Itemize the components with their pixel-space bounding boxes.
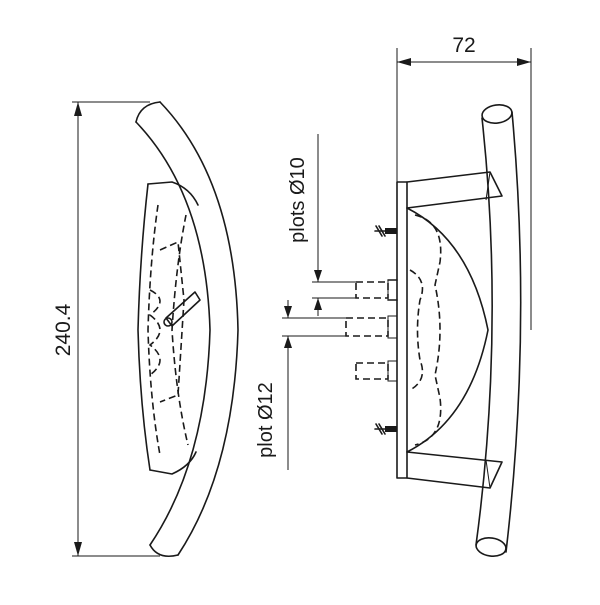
mounting-plate — [396, 181, 408, 479]
base-plate-top — [147, 181, 199, 206]
post-large-label: plot Ø12 — [255, 382, 277, 458]
handle-top-cap — [135, 101, 161, 123]
width-dimension: 72 — [396, 34, 532, 330]
upper-support — [406, 171, 503, 209]
front-hidden-lock-body — [159, 240, 185, 403]
post-large-arrow-top — [284, 306, 292, 318]
screw-top — [374, 225, 397, 237]
handle-bar-outer-edge — [159, 101, 239, 556]
height-arrow-bottom — [74, 542, 82, 556]
height-arrow-top — [74, 102, 82, 116]
height-label: 240.4 — [52, 303, 75, 356]
latch-pivot — [163, 317, 173, 327]
base-plate-bottom — [149, 451, 197, 475]
width-label: 72 — [452, 34, 475, 57]
front-hidden-mechanism-inner — [171, 214, 189, 446]
base-plate-outline — [137, 183, 151, 471]
post-large-arrow-bottom — [284, 336, 292, 348]
grip-bar-left-edge — [475, 117, 493, 546]
front-hidden-spring — [148, 289, 161, 376]
post-small-arrow-top — [314, 270, 322, 282]
grip-bar-bottom-end — [475, 537, 507, 557]
latch-lever — [165, 291, 201, 327]
screw-bottom — [374, 423, 397, 435]
post-small-upper — [355, 279, 398, 301]
handle-bottom-cap — [149, 544, 179, 558]
side-hidden-cavity — [414, 214, 442, 446]
post-small-dimension: plots Ø10 — [287, 134, 356, 316]
post-large-middle — [345, 315, 398, 339]
front-hidden-mechanism-outer — [147, 204, 161, 456]
lower-support — [406, 451, 503, 489]
post-large-dimension: plot Ø12 — [255, 300, 346, 470]
handle-bar-inner-edge — [135, 121, 211, 546]
post-small-arrow-bottom — [314, 298, 322, 310]
width-arrow-right — [517, 58, 531, 66]
side-view — [345, 104, 522, 557]
lower-support-edge — [485, 459, 491, 489]
post-small-lower — [355, 360, 398, 382]
grip-bar-right-edge — [505, 111, 522, 553]
side-hidden-mechanism — [409, 269, 424, 391]
side-body-outline — [406, 207, 489, 453]
width-arrow-left — [397, 58, 411, 66]
height-dimension: 240.4 — [52, 101, 160, 557]
post-small-label: plots Ø10 — [287, 157, 309, 243]
front-view — [135, 101, 239, 558]
grip-bar-top-end — [481, 104, 513, 124]
